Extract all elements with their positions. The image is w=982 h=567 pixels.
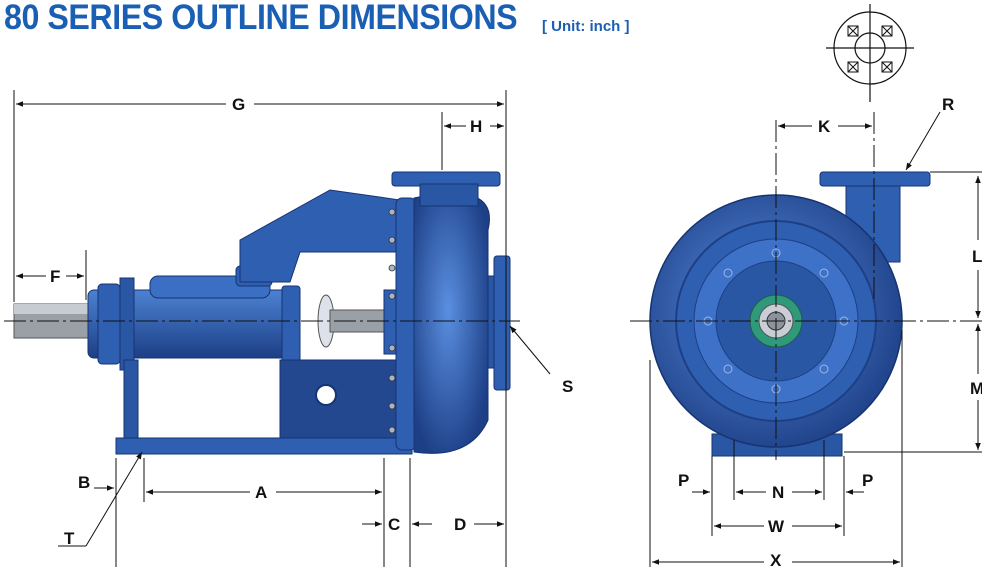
dim-label-D: D xyxy=(454,515,466,534)
dim-label-P-left: P xyxy=(678,471,689,490)
dim-label-B: B xyxy=(78,473,90,492)
dim-label-P-right: P xyxy=(862,471,873,490)
dim-label-N: N xyxy=(772,483,784,502)
front-dimensions xyxy=(649,111,982,567)
dim-label-G: G xyxy=(232,95,245,114)
dim-label-T: T xyxy=(64,529,75,548)
front-centerlines xyxy=(630,112,982,460)
dim-label-K: K xyxy=(818,117,831,136)
dim-label-C: C xyxy=(388,515,400,534)
dim-label-M: M xyxy=(970,379,982,398)
dim-label-L: L xyxy=(972,247,982,266)
unit-note: [ Unit: inch ] xyxy=(542,18,630,35)
dim-label-S: S xyxy=(562,377,573,396)
dim-label-X: X xyxy=(770,551,782,567)
dim-label-R: R xyxy=(942,95,954,114)
dim-label-W: W xyxy=(768,517,785,536)
dim-label-A: A xyxy=(255,483,267,502)
dim-label-F: F xyxy=(50,267,60,286)
flange-bolt-icon xyxy=(826,4,914,102)
dim-label-H: H xyxy=(470,117,482,136)
side-view-pump xyxy=(13,171,511,455)
side-dimensions xyxy=(13,90,551,567)
page-title: 80 SERIES OUTLINE DIMENSIONS xyxy=(4,0,518,37)
front-view-pump xyxy=(649,171,931,457)
